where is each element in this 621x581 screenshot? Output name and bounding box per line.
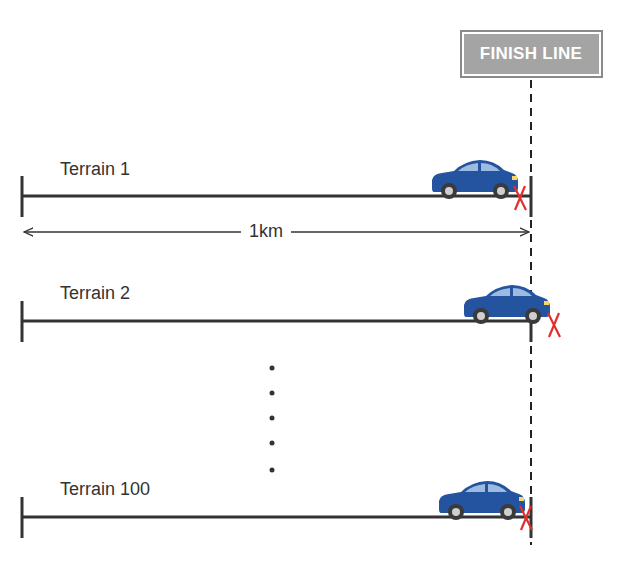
sign-text: FINISH LINE: [480, 44, 582, 64]
track-end: [530, 497, 533, 538]
ellipsis-dots: [270, 366, 275, 473]
track-end: [21, 497, 24, 538]
track-end: [21, 176, 24, 217]
dimension-label: 1km: [241, 222, 291, 242]
track: [22, 320, 531, 323]
cross-mark: [520, 506, 532, 530]
terrain-label: Terrain 2: [60, 284, 130, 304]
car: [464, 285, 550, 324]
car: [432, 160, 518, 199]
finish-sign: FINISH LINE: [460, 30, 603, 78]
cross-mark: [548, 313, 560, 337]
terrain-label: Terrain 100: [60, 480, 150, 500]
cross-mark: [514, 186, 526, 210]
terrain-label: Terrain 1: [60, 160, 130, 180]
track-end: [21, 301, 24, 342]
car: [439, 481, 525, 520]
track-end: [530, 176, 533, 217]
